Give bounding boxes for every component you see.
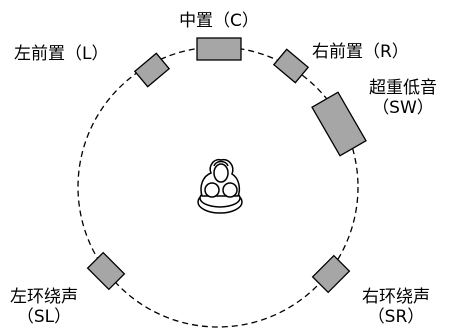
listening-circle bbox=[77, 46, 359, 328]
front-left-label: 左前置（L） bbox=[14, 44, 108, 64]
front-right-label: 右前置（R） bbox=[312, 42, 409, 62]
surround-left-speaker bbox=[86, 251, 126, 291]
front-left-code: （L） bbox=[65, 44, 109, 64]
front-right-speaker bbox=[272, 48, 310, 84]
center-label: 中置（C） bbox=[168, 11, 270, 31]
surround-right-code: （SR） bbox=[367, 307, 425, 327]
surround-left-label: 左环绕声 （SL） bbox=[0, 287, 88, 327]
subwoofer-code: （SW） bbox=[372, 98, 434, 118]
center-code: （C） bbox=[213, 11, 259, 31]
center-speaker bbox=[196, 37, 242, 61]
surround-right-name: 右环绕声 bbox=[362, 287, 430, 307]
surround-right-label: 右环绕声 （SR） bbox=[350, 287, 442, 327]
surround-right-speaker bbox=[311, 254, 351, 294]
front-right-name: 右前置 bbox=[312, 42, 363, 62]
subwoofer-name: 超重低音 bbox=[369, 78, 437, 98]
listener-icon bbox=[197, 158, 243, 214]
front-left-name: 左前置 bbox=[14, 44, 65, 64]
front-right-code: （R） bbox=[363, 42, 409, 62]
surround-left-code: （SL） bbox=[16, 307, 72, 327]
subwoofer-speaker bbox=[311, 91, 367, 157]
subwoofer-label: 超重低音 （SW） bbox=[358, 78, 448, 118]
center-name: 中置 bbox=[179, 11, 214, 31]
surround-left-name: 左环绕声 bbox=[10, 287, 78, 307]
front-left-speaker bbox=[133, 52, 171, 88]
